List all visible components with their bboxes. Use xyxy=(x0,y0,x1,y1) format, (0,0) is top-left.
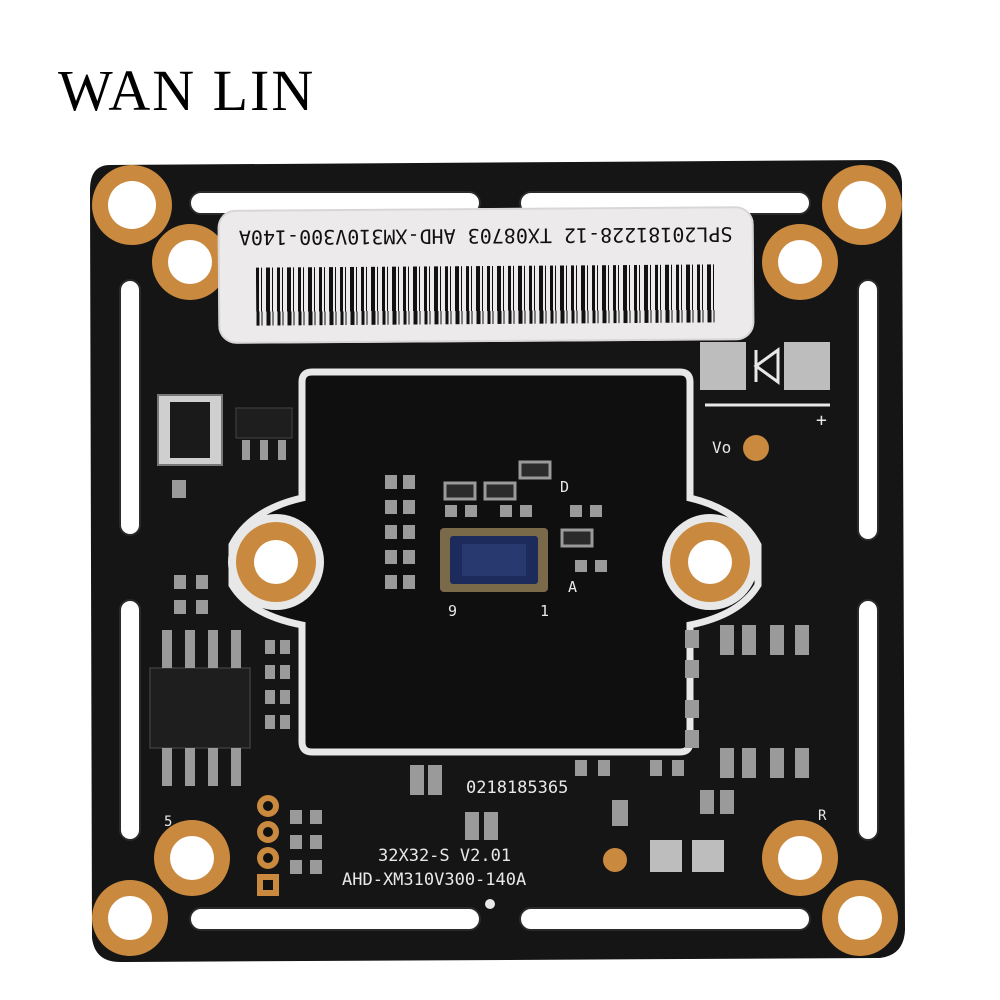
inductor xyxy=(157,394,293,466)
transistor-array xyxy=(720,625,809,778)
marker-1: 1 xyxy=(540,602,550,620)
sticker-text: SPL20181228-12 TX08703 AHD-XM310V300-140… xyxy=(238,222,733,250)
marker-d: D xyxy=(560,478,570,496)
board-version: 32X32-S V2.01 xyxy=(378,846,512,866)
board-slots xyxy=(119,191,879,931)
lens-screw-holes xyxy=(228,514,758,610)
image-sensor xyxy=(440,528,548,592)
vo-label: Vo xyxy=(712,438,732,457)
smd-components xyxy=(172,460,734,874)
plus-label: + xyxy=(816,410,827,431)
board-model: AHD-XM310V300-140A xyxy=(342,870,527,890)
header-pads xyxy=(257,795,724,909)
marker-9: 9 xyxy=(448,602,458,620)
barcode-sticker: SPL20181228-12 TX08703 AHD-XM310V300-140… xyxy=(217,206,755,344)
serial-number: 0218185365 xyxy=(466,778,569,798)
mounting-holes xyxy=(92,165,902,956)
barcode xyxy=(255,264,717,326)
ic-chip-left xyxy=(149,630,251,786)
marker-5: 5 xyxy=(164,814,173,830)
brand-logo: WAN LIN xyxy=(58,58,316,123)
marker-r: R xyxy=(818,808,827,824)
marker-a: A xyxy=(568,578,578,596)
diode-pads xyxy=(700,342,830,461)
